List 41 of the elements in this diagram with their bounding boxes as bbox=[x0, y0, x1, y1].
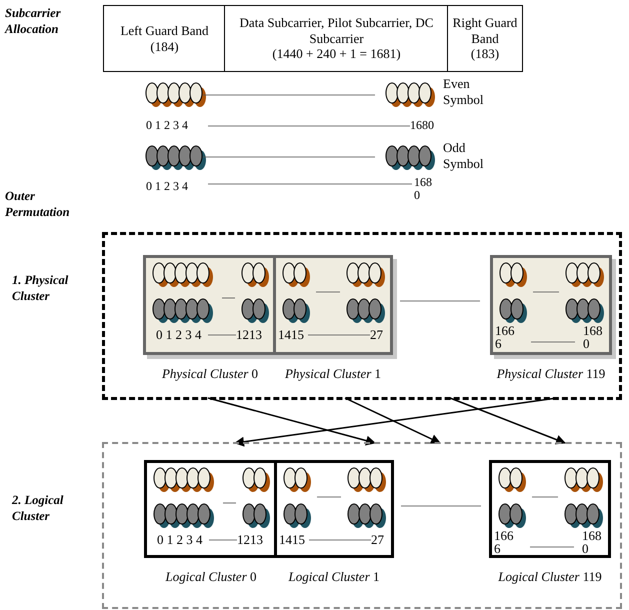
subcarrier-index: 1680 bbox=[583, 324, 604, 350]
allocation-cell bbox=[103, 5, 226, 72]
subcarrier-index: 1213 bbox=[236, 328, 262, 341]
symbol-label: Odd Symbol bbox=[443, 140, 484, 172]
symbol-label: Even Symbol bbox=[443, 76, 484, 108]
cell-text: (1440 + 240 + 1 = 1681) bbox=[272, 46, 401, 62]
dashed-group-box bbox=[102, 232, 622, 400]
subcarrier-index: 27 bbox=[371, 533, 384, 546]
cluster-caption: Logical Cluster 119 bbox=[498, 569, 602, 585]
subcarrier-index: 1415 bbox=[279, 533, 305, 546]
row-heading: 1. Physical Cluster bbox=[12, 272, 70, 304]
subcarrier-index: 27 bbox=[370, 328, 383, 341]
cluster-caption: Physical Cluster 1 bbox=[284, 366, 382, 382]
cell-text: (184) bbox=[150, 38, 179, 54]
subcarrier-index: 1666 bbox=[494, 529, 514, 555]
subcarrier-index: 0 1 2 3 4 bbox=[156, 328, 202, 341]
subcarrier-index: 1680 bbox=[582, 529, 602, 555]
cluster-caption: Logical Cluster 0 bbox=[166, 569, 256, 585]
subcarrier-index: 1680 bbox=[414, 176, 433, 202]
arrow bbox=[208, 397, 376, 446]
arrow bbox=[450, 397, 566, 444]
subcarrier-index: 1213 bbox=[237, 533, 263, 546]
subcarrier-index: 0 1 2 3 4 bbox=[157, 533, 202, 546]
subcarrier-index: 1415 bbox=[278, 328, 304, 341]
subcarrier-index: 0 1 2 3 4 bbox=[146, 119, 188, 132]
cluster-caption: Physical Cluster 0 bbox=[162, 366, 258, 382]
cluster-caption: Physical Cluster 119 bbox=[496, 366, 606, 382]
subcarrier-index: 0 1 2 3 4 bbox=[146, 180, 188, 193]
subcarrier-index: 1680 bbox=[410, 119, 434, 132]
allocation-cell bbox=[224, 5, 449, 72]
dashed-group-box bbox=[102, 442, 622, 609]
row-heading: Outer Permutation bbox=[5, 188, 71, 220]
subcarrier-index: 1666 bbox=[495, 324, 516, 350]
cluster-caption: Logical Cluster 1 bbox=[288, 569, 380, 585]
row-heading: 2. Logical Cluster bbox=[12, 492, 64, 524]
cell-text: (183) bbox=[470, 46, 500, 62]
row-heading: Subcarrier Allocation bbox=[5, 5, 62, 38]
allocation-cell bbox=[447, 5, 523, 72]
cell-text: Left Guard Band bbox=[120, 22, 209, 38]
cell-text: Right Guard Band bbox=[452, 15, 518, 46]
cell-text: Data Subcarrier, Pilot Subcarrier, DC Subcarrier bbox=[238, 15, 434, 46]
